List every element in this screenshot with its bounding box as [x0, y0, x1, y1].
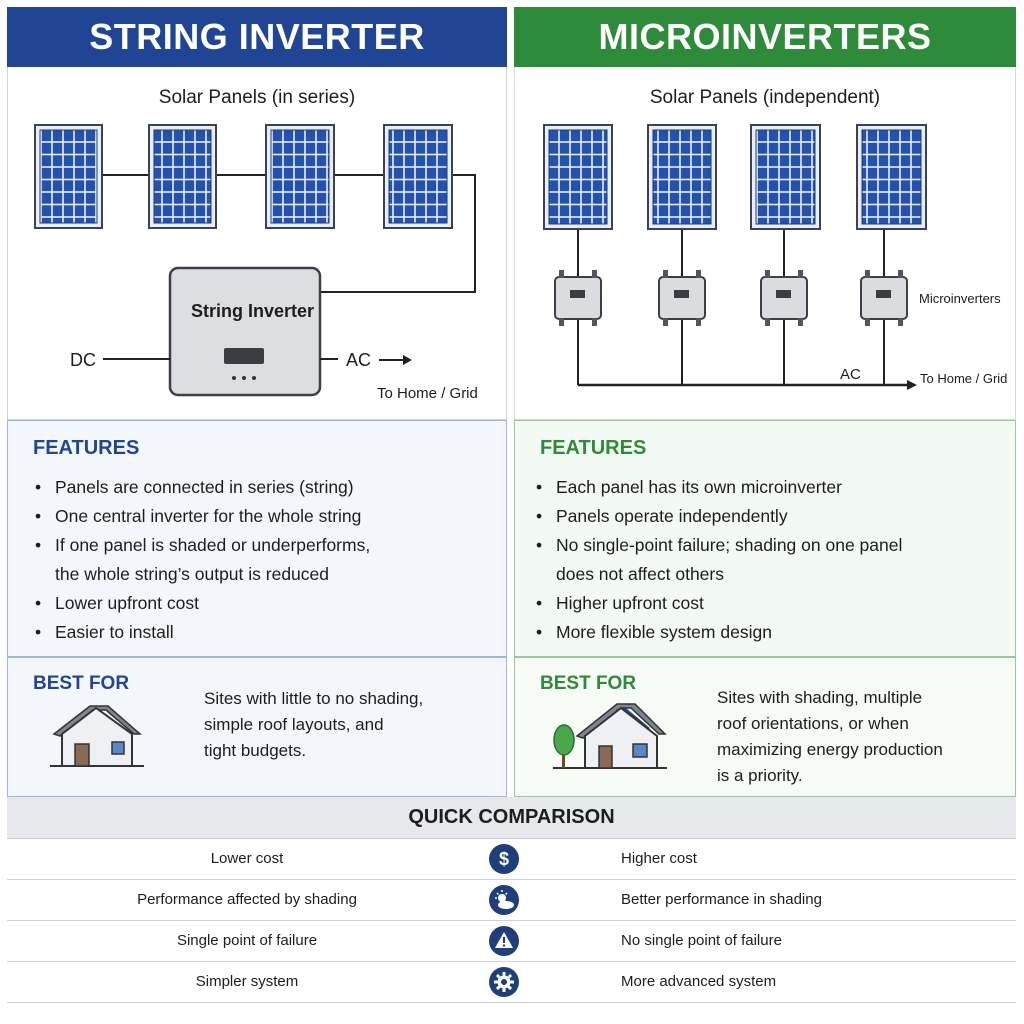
house-with-solar-icon — [553, 703, 667, 769]
solar-panel-icon — [750, 124, 821, 230]
microinverter-diagram: Solar Panels (independent) — [514, 67, 1016, 420]
microinverters-label: Microinverters — [919, 291, 1001, 306]
table-row: Performance affected by shading Better p… — [7, 880, 1016, 921]
string-inverter-box — [168, 266, 322, 397]
best-for-title: BEST FOR — [33, 673, 130, 694]
solar-panel-icon — [265, 124, 335, 229]
feature-item: No single-point failure; shading on one … — [534, 531, 902, 589]
microinverter-icon — [760, 270, 808, 326]
feature-item: More flexible system design — [534, 618, 902, 647]
table-row: Lower cost $ Higher cost — [7, 839, 1016, 880]
feature-item: Lower upfront cost — [33, 589, 370, 618]
home-grid-label: To Home / Grid — [377, 385, 478, 402]
solar-panel-icon — [543, 124, 613, 230]
micro-cell: Better performance in shading — [621, 891, 822, 908]
features-title: FEATURES — [540, 437, 647, 459]
string-cell: Single point of failure — [176, 932, 318, 949]
solar-panel-icon — [383, 124, 453, 229]
feature-item: Each panel has its own microinverter — [534, 473, 902, 502]
house-icon — [50, 705, 144, 767]
gear-icon — [489, 967, 519, 997]
dc-label: DC — [70, 350, 96, 370]
micro-features-section: FEATURES Each panel has its own microinv… — [514, 420, 1016, 657]
sun-cloud-icon — [489, 885, 519, 915]
micro-cell: No single point of failure — [621, 932, 782, 949]
solar-panel-icon — [647, 124, 717, 230]
microinverter-icon — [860, 270, 908, 326]
feature-item: One central inverter for the whole strin… — [33, 502, 370, 531]
micro-cell: More advanced system — [621, 973, 777, 990]
table-row: Single point of failure No single point … — [7, 921, 1016, 962]
table-row: Simpler system More advanced system — [7, 962, 1016, 1003]
diagram-title: Solar Panels (in series) — [158, 87, 356, 108]
microinverter-icon — [554, 270, 602, 326]
feature-item: Higher upfront cost — [534, 589, 902, 618]
microinverter-icon — [658, 270, 706, 326]
string-inverter-header: STRING INVERTER — [7, 7, 507, 67]
microinverters-header: MICROINVERTERS — [514, 7, 1016, 67]
string-cell: Performance affected by shading — [137, 891, 357, 908]
home-grid-label: To Home / Grid — [920, 371, 1008, 386]
svg-text:$: $ — [499, 849, 509, 869]
micro-best-for-section: BEST FOR Sites with shading, multiple ro… — [514, 657, 1016, 797]
solar-panel-icon — [148, 124, 217, 229]
feature-item: If one panel is shaded or underperforms,… — [33, 531, 370, 589]
string-features-section: FEATURES Panels are connected in series … — [7, 420, 507, 657]
string-inverter-diagram: Solar Panels (in series) String Inverter… — [7, 67, 507, 420]
solar-panel-icon — [856, 124, 927, 230]
feature-item: Panels operate independently — [534, 502, 902, 531]
string-cell: Simpler system — [195, 973, 299, 990]
diagram-title: Solar Panels (independent) — [649, 87, 881, 108]
warning-icon — [489, 926, 519, 956]
features-title: FEATURES — [33, 437, 140, 459]
solar-panel-icon — [34, 124, 103, 229]
string-cell: Lower cost — [210, 850, 284, 867]
best-for-text: Sites with little to no shading, simple … — [204, 689, 424, 760]
quick-comparison-table: QUICK COMPARISON Lower cost $ Higher cos… — [7, 797, 1016, 1017]
ac-label: AC — [346, 350, 372, 370]
string-wiring-svg — [34, 124, 476, 397]
best-for-title: BEST FOR — [540, 673, 637, 694]
feature-item: Easier to install — [33, 618, 370, 647]
best-for-text: Sites with shading, multiple roof orient… — [717, 688, 943, 785]
comparison-title: QUICK COMPARISON — [7, 797, 1016, 839]
string-best-for-section: BEST FOR Sites with little to no shading… — [7, 657, 507, 797]
inverter-label: String Inverter — [191, 301, 315, 321]
feature-item: Panels are connected in series (string) — [33, 473, 370, 502]
ac-label: AC — [840, 366, 861, 383]
dollar-icon: $ — [489, 844, 519, 874]
micro-cell: Higher cost — [621, 850, 697, 867]
micro-wiring-svg — [543, 124, 927, 390]
